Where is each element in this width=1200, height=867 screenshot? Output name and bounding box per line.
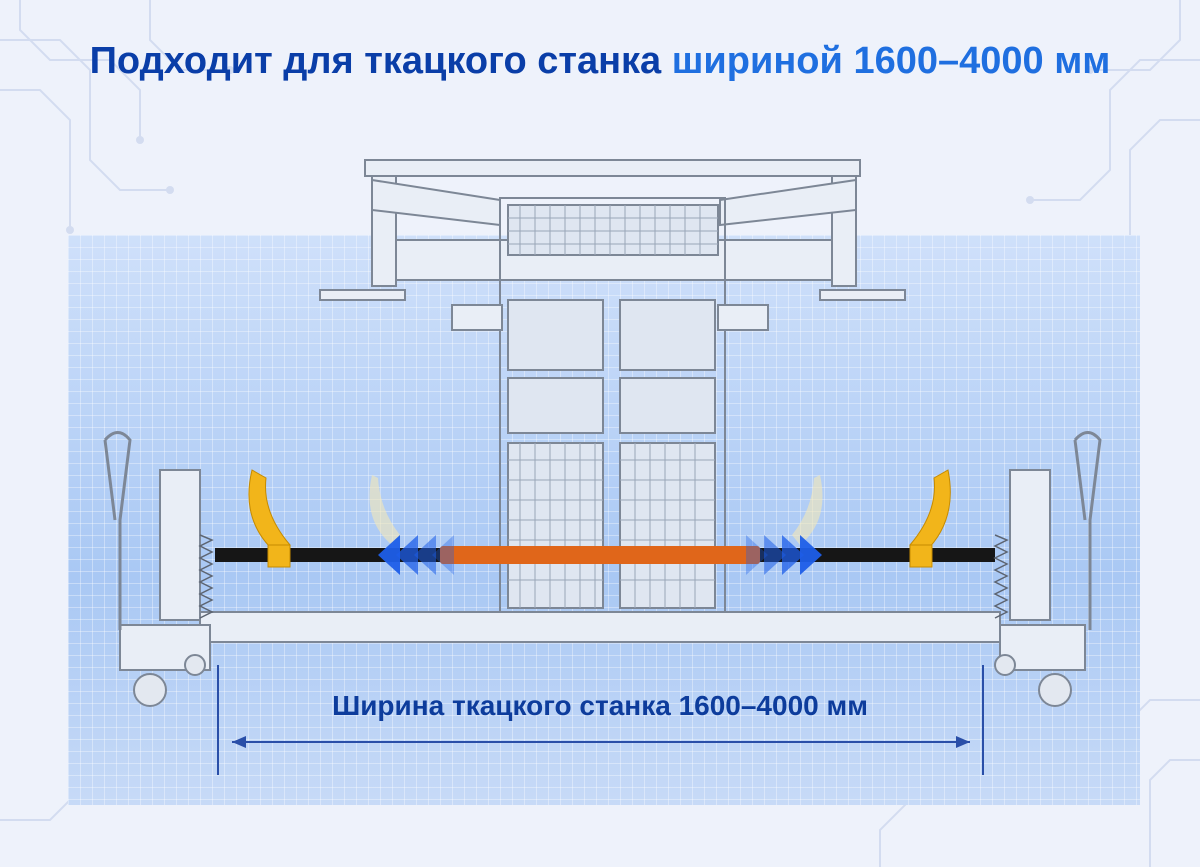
title-highlight: шириной 1600–4000 мм bbox=[671, 40, 1111, 82]
dimension-arrow-icon bbox=[217, 665, 984, 775]
top-frame bbox=[319, 159, 906, 301]
title-main: Подходит для ткацкого станка bbox=[89, 40, 672, 82]
hanger-left bbox=[451, 304, 503, 331]
page-title: Подходит для ткацкого станка шириной 160… bbox=[0, 40, 1200, 83]
handle-left bbox=[103, 431, 132, 630]
hook-right bbox=[909, 469, 951, 568]
spring-right bbox=[993, 534, 1009, 619]
wheels bbox=[133, 654, 1072, 707]
ghost-hook-left bbox=[369, 475, 400, 545]
mesh-pattern bbox=[508, 205, 718, 608]
left-arrow-icon bbox=[378, 535, 454, 575]
beam-orange-core bbox=[440, 546, 760, 564]
handle-right bbox=[1073, 431, 1102, 630]
spring-left bbox=[198, 534, 214, 619]
right-arrow-icon bbox=[746, 535, 822, 575]
width-dimension-label: Ширина ткацкого станка 1600–4000 мм bbox=[332, 690, 868, 721]
ghost-hook-right bbox=[792, 475, 823, 545]
hanger-right bbox=[717, 304, 769, 331]
base-frame bbox=[119, 469, 1086, 671]
hook-left bbox=[248, 469, 291, 568]
